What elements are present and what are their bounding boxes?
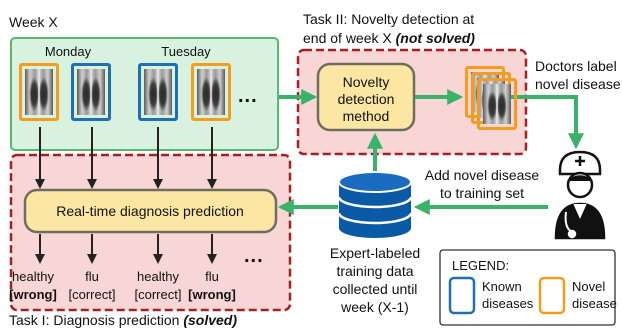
task1-title: Task I: Diagnosis prediction (solved): [9, 313, 237, 327]
database-icon: [337, 171, 413, 238]
realtime-label: Real-time diagnosis prediction: [56, 203, 244, 219]
doctors-label-line1: Doctors label: [535, 58, 617, 74]
prediction-result: [correct]: [68, 287, 116, 302]
add-novel-line1: Add novel disease: [424, 167, 540, 183]
doctor-icon: [554, 150, 606, 240]
novelty-method-line1: Novelty: [342, 74, 390, 90]
xray-known-image: [19, 63, 59, 121]
task2-status: (not solved): [395, 30, 475, 46]
ellipsis-week: ...: [238, 85, 258, 107]
legend-novel-line1: Novel: [572, 279, 606, 294]
novelty-method-line2: detection: [337, 91, 395, 107]
ellipsis-predictions: ...: [244, 245, 264, 267]
xray-novel-image: [191, 63, 231, 121]
xray-novel-image: [71, 63, 111, 121]
week-label: Week X: [9, 14, 58, 30]
training-data-line3: collected until: [332, 281, 418, 297]
legend-novel-swatch: [538, 276, 566, 315]
prediction-result: [wrong]: [9, 287, 57, 302]
legend-known-line1: Known: [482, 279, 522, 294]
legend-title: LEGEND:: [452, 258, 510, 273]
prediction-result: [wrong]: [188, 287, 236, 302]
legend-known-swatch: [448, 276, 476, 315]
realtime-box: [23, 188, 278, 234]
task1-title-prefix: Task I: Diagnosis prediction: [9, 312, 180, 328]
task1-status: (solved): [183, 312, 237, 328]
prediction-label: flu: [85, 269, 99, 284]
task2-title-line2: end of week X (not solved): [303, 31, 475, 45]
day-label-tuesday: Tuesday: [161, 44, 211, 59]
arrow-images-to-doctor: [510, 95, 584, 150]
novelty-method-box: [316, 62, 416, 132]
legend-novel-line2: disease: [572, 296, 617, 311]
legend-known-line2: diseases: [482, 296, 534, 311]
novelty-method-line3: method: [342, 108, 390, 124]
training-data-line2: training data: [336, 263, 414, 279]
prediction-label: healthy: [12, 269, 54, 284]
prediction-label: flu: [205, 269, 219, 284]
prediction-result: [correct]: [134, 287, 182, 302]
xray-novel-stack-image: [477, 78, 517, 130]
xray-known-image: [138, 63, 178, 121]
training-data-line1: Expert-labeled: [329, 245, 421, 261]
legend-box: [439, 249, 616, 326]
training-data-line4: week (X-1): [341, 299, 409, 315]
task2-title-line1: Task II: Novelty detection at: [303, 11, 475, 27]
doctors-label-line2: novel disease: [535, 76, 621, 92]
add-novel-line2: to training set: [439, 185, 525, 201]
task2-title-prefix: end of week X: [303, 30, 392, 46]
day-label-monday: Monday: [44, 44, 92, 59]
prediction-label: healthy: [137, 269, 179, 284]
